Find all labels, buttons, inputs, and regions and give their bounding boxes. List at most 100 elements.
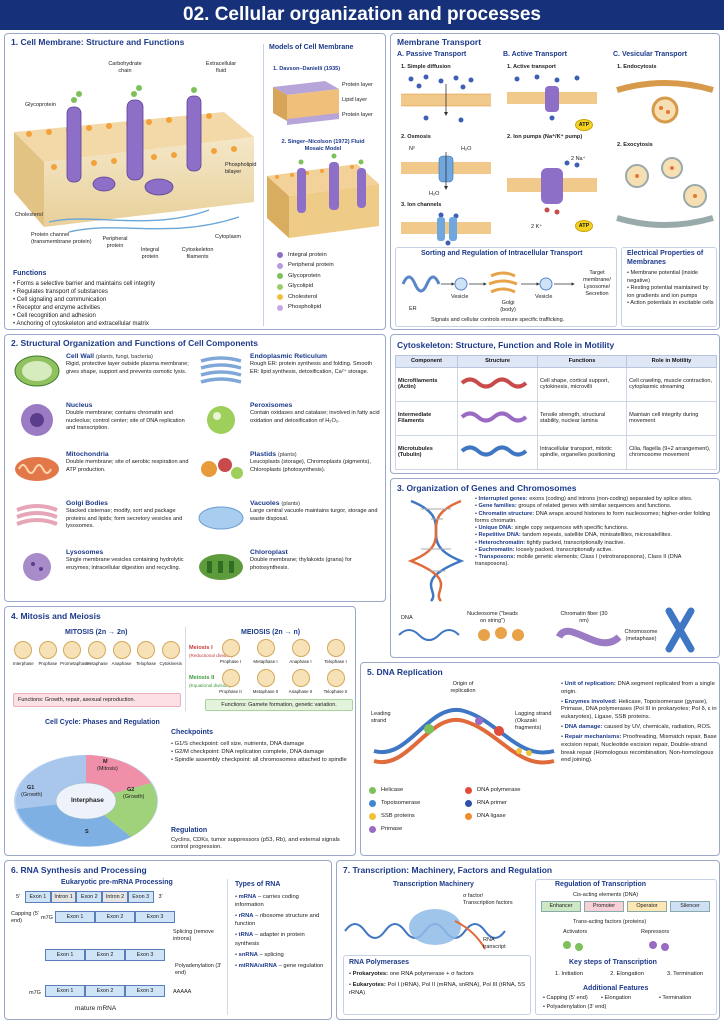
electrical-item: Membrane potential (inside negative) (627, 270, 715, 285)
sorting-note: Signals and cellular controls ensure spe… (431, 317, 565, 323)
phase-cell: Metaphase II (248, 669, 283, 695)
chain-fiber: Chromatin fiber (30 nm) (560, 611, 608, 624)
organelle-icon (21, 404, 53, 436)
phase-label: Metaphase II (252, 689, 279, 694)
component-desc: Leucoplasts (storage), Chromoplasts (pig… (250, 459, 371, 473)
component-name-text: Golgi Bodies (66, 500, 108, 507)
chromatin-chain-illustration (398, 607, 695, 653)
mrna-segment: Exon 2 (85, 949, 125, 961)
gene-item: Interrupted genes: exons (coding) and in… (475, 496, 715, 503)
chain-dna: DNA (401, 615, 413, 621)
replication-fork-illustration (373, 707, 555, 765)
model-legend-item: Integral protein (277, 250, 377, 261)
machinery-title: Transcription Machinery (393, 881, 474, 888)
mrna-segment: Exon 3 (127, 891, 154, 903)
component-desc: Double membrane; site of aerobic respira… (66, 459, 189, 473)
phase-cell: Prophase (36, 641, 61, 667)
mrna-segment: Intron 1 (50, 891, 77, 903)
functions-cell: Intracellular transport, mitotic spindle… (536, 434, 628, 470)
polymerases-list: Prokaryotes: one RNA polymerase + σ fact… (349, 971, 527, 1000)
replication-value: Proofreading, Mismatch repair, Base exci… (561, 733, 717, 764)
transport-title: Membrane Transport (397, 37, 482, 47)
cell-icon (14, 641, 33, 659)
regulation-title: Regulation (171, 827, 208, 834)
legend-label: Peripheral protein (288, 262, 334, 269)
components-title: 2. Structural Organization and Functions… (11, 338, 258, 348)
gene-key: Heterochromatin: (478, 539, 526, 546)
regulation-transcription-title: Regulation of Transcription (555, 881, 647, 888)
model-1-label-2: Lipid layer (342, 97, 368, 103)
atp-badge-2: ATP (575, 220, 593, 232)
phase-label: Anaphase (111, 661, 132, 666)
component-name-text: Nucleus (66, 402, 93, 409)
replication-item: Repair mechanisms: Proofreading, Mismatc… (561, 734, 717, 765)
label-cytoplasm: Cytoplasm (215, 234, 241, 240)
cell-icon (87, 641, 106, 659)
mrna-segment: Exon 1 (45, 985, 85, 997)
legend-swatch-icon (277, 294, 283, 301)
organelle-icon (199, 554, 243, 580)
checkpoints-list: G1/S checkpoint: cell size, nutrients, D… (171, 741, 351, 764)
components-panel: 2. Structural Organization and Functions… (4, 334, 386, 602)
table-header: Structure (457, 355, 538, 368)
m7g-2: m7G (29, 990, 41, 996)
osmosis-label: 2. Osmosis (401, 134, 431, 140)
genes-list: Interrupted genes: exons (coding) and in… (475, 496, 715, 569)
gene-item: Gene families: groups of related genes w… (475, 503, 715, 510)
cell-cycle-title: Cell Cycle: Phases and Regulation (45, 719, 160, 726)
rna-type-item: mRNA – carries coding information (235, 893, 329, 909)
phase-label: Telophase I (324, 659, 347, 664)
component-desc: Rigid, protective layer outside plasma m… (66, 361, 189, 375)
cell-icon (137, 641, 156, 659)
organelle-icon (23, 553, 51, 581)
phase-cell: Metaphase I (248, 639, 283, 665)
cycle-g2-sub: (Growth) (123, 794, 145, 800)
replication-item: DNA damage: caused by UV, chemicals, rad… (561, 724, 717, 732)
page-title: 02. Cellular organization and processes (0, 0, 724, 30)
cytoskeleton-title: Cytoskeleton: Structure, Function and Ro… (397, 340, 615, 350)
function-item: Regulates transport of substances (13, 288, 258, 296)
endocytosis-illustration (616, 80, 714, 124)
table-row: Microtubules (Tubulin)Intracellular tran… (395, 434, 717, 470)
phase-label: Anaphase II (288, 689, 313, 694)
rna-types-list: mRNA – carries coding informationrRNA – … (235, 893, 329, 973)
legend-dot-icon (369, 813, 376, 821)
function-item: Anchoring of cytoskeleton and extracellu… (13, 320, 258, 328)
component-name-text: Mitochondria (66, 451, 109, 458)
phase-label: Telophase (136, 661, 157, 666)
replication-key: Repair mechanisms: (564, 733, 622, 740)
mrna-segment: Exon 2 (95, 911, 135, 923)
cell-icon (326, 669, 345, 687)
cis-element: Promoter (584, 901, 624, 912)
legend-dot-icon (465, 800, 472, 808)
legend-label: DNA ligase (477, 813, 506, 819)
polymerases-title: RNA Polymerases (349, 959, 410, 966)
electrical-item: Action potentials in excitable cells (627, 300, 715, 308)
replication-key: DNA damage: (564, 724, 603, 731)
phase-cell: Prophase I (213, 639, 248, 665)
cell-icon (63, 641, 82, 659)
electrical-item: Resting potential maintained by ion grad… (627, 285, 715, 300)
organelle-icon (14, 355, 60, 387)
cycle-s: S (85, 829, 89, 835)
phase-cell: Anaphase I (283, 639, 318, 665)
component-desc: Stacked cisternae; modify, sort and pack… (66, 508, 183, 529)
h2o-label-bottom: H₂O (429, 191, 440, 197)
rna-type-key: tRNA (238, 932, 254, 939)
step-item: 1. Initiation (554, 971, 584, 977)
component-desc: Single membrane vesicles containing hydr… (66, 557, 184, 571)
function-item: Receptor and enzyme activities (13, 304, 258, 312)
mitosis-functions: Functions: Growth, repair, asexual repro… (13, 693, 181, 707)
rna-type-value: – ribosome structure and function (235, 913, 320, 928)
legend-label: Glycolipid (288, 283, 314, 290)
h2o-label-top: H₂O (461, 146, 472, 152)
mrna-segment: Exon 2 (85, 985, 125, 997)
component-name: Plastids (plants) (250, 451, 383, 459)
